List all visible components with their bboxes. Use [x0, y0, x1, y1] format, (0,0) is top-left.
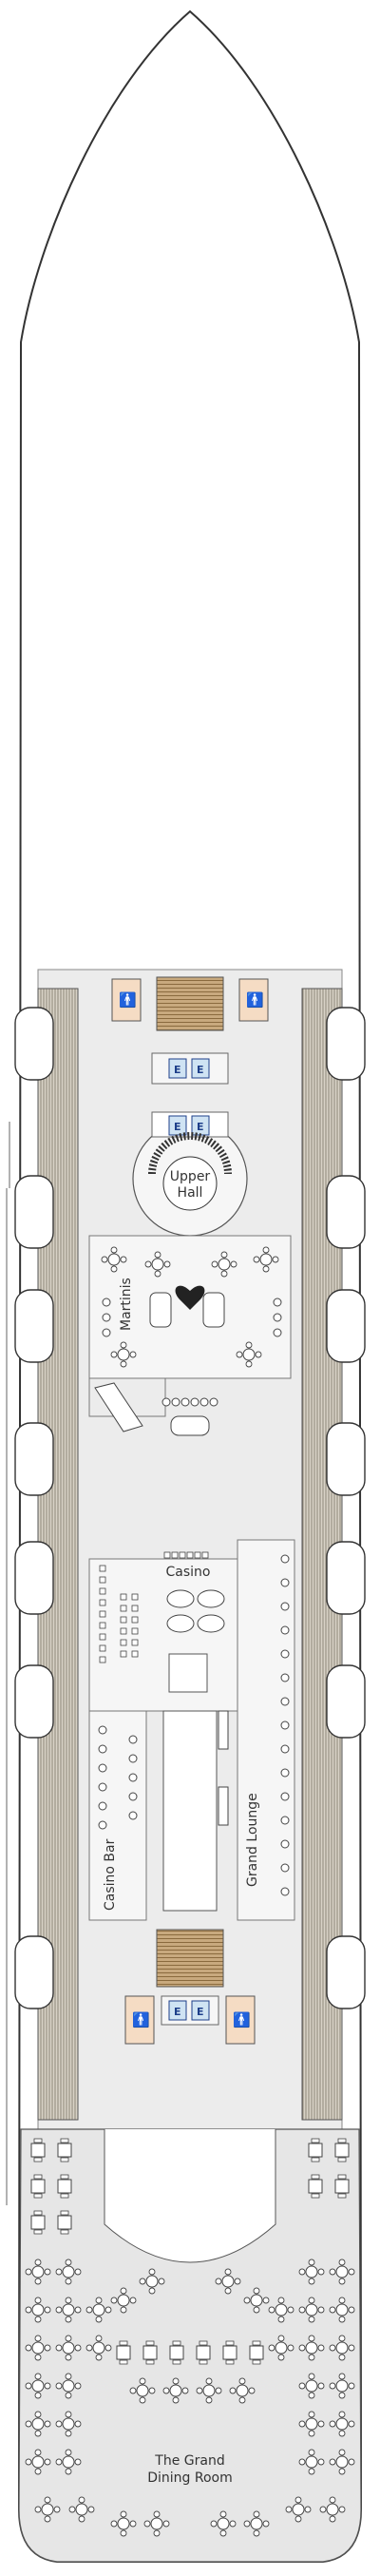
lifeboat	[326, 1935, 366, 2009]
elevator-label: E	[197, 1121, 204, 1133]
restroom-aft-starboard	[225, 1995, 256, 2045]
restroom-forward-starboard	[238, 978, 269, 1022]
restroom-forward-port	[111, 978, 142, 1022]
dining-room-label-line2: Dining Room	[147, 2470, 233, 2486]
casino-bar-label: Casino Bar	[103, 1838, 118, 1911]
grand-lounge-label: Grand Lounge	[245, 1793, 260, 1887]
grand-dining-room	[18, 2128, 362, 2563]
lifeboat	[14, 1541, 54, 1615]
upper-hall-label-line2: Hall	[178, 1185, 203, 1201]
heart-icon	[175, 1285, 205, 1310]
restroom-icon: 🚹	[233, 2011, 251, 2028]
lifeboat	[14, 1935, 54, 2009]
stairs-aft	[156, 1929, 224, 1988]
lifeboat	[14, 1422, 54, 1496]
lifeboat	[326, 1175, 366, 1249]
restroom-icon: 🚹	[119, 991, 137, 1009]
elevator-label: E	[174, 1064, 181, 1076]
restroom-icon: 🚹	[246, 991, 264, 1009]
stairs-forward	[156, 976, 224, 1031]
casino	[88, 1558, 242, 1712]
atrium-staircase	[148, 1132, 232, 1175]
atrium-void	[162, 1710, 218, 1912]
elevator-icon	[168, 1058, 187, 1079]
elevator-label: E	[174, 2006, 181, 2018]
lifeboat	[326, 1007, 366, 1081]
upper-hall-label-line1: Upper	[170, 1169, 211, 1184]
dining-room-label-line1: The Grand	[154, 2453, 224, 2469]
casino-label: Casino	[166, 1565, 211, 1580]
martinis-label: Martinis	[119, 1278, 134, 1331]
elevator-label: E	[197, 1064, 204, 1076]
lifeboat	[14, 1664, 54, 1739]
elevator-icon	[191, 1058, 210, 1079]
restroom-icon: 🚹	[132, 2011, 150, 2028]
elevator-label: E	[197, 2006, 204, 2018]
casino-bar	[88, 1710, 147, 1921]
elevator-icon	[168, 1115, 187, 1136]
lifeboat	[14, 1289, 54, 1363]
lifeboat	[326, 1664, 366, 1739]
grand-lounge-seating	[218, 1554, 290, 1896]
elevator-icon	[191, 2000, 210, 2021]
lifeboat	[326, 1422, 366, 1496]
restroom-aft-port	[124, 1995, 155, 2045]
lifeboat	[14, 1007, 54, 1081]
lifeboat	[14, 1175, 54, 1249]
mid-lounge-seating	[162, 1397, 218, 1436]
lifeboat	[326, 1541, 366, 1615]
elevator-icon	[168, 2000, 187, 2021]
elevator-label: E	[174, 1121, 181, 1133]
lifeboat	[326, 1289, 366, 1363]
martinis-seating	[101, 1246, 282, 1368]
casino-gaming-tables	[166, 1589, 225, 1633]
